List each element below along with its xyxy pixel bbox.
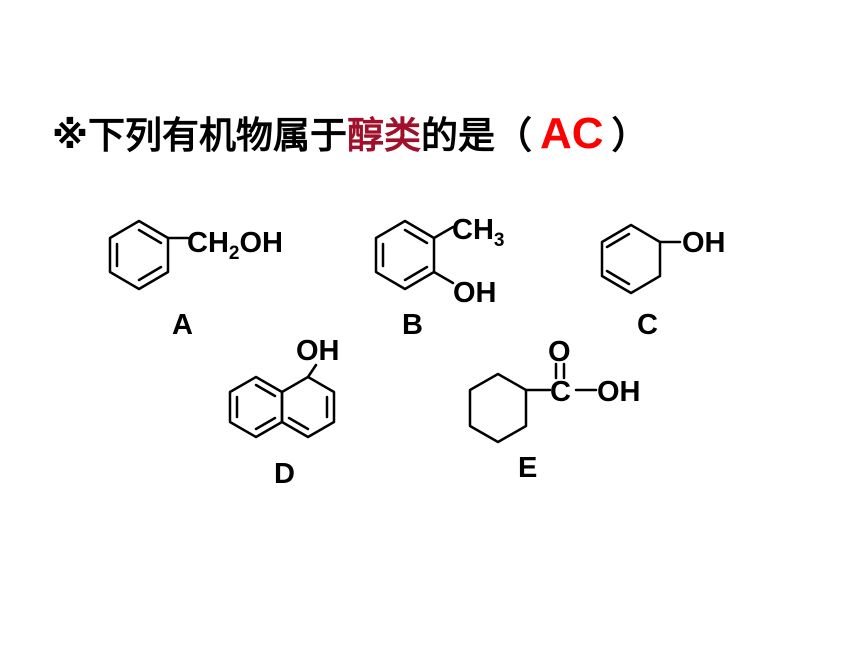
molecule-d-group: OH (296, 335, 340, 367)
molecule-e-label: E (518, 452, 537, 484)
question-prefix: ※下列有机物属于 (52, 114, 347, 157)
molecule-c-structure (600, 223, 682, 295)
molecule-c-label: C (637, 309, 658, 341)
question-middle: 的是（ (420, 114, 532, 157)
answer-text: AC (539, 109, 604, 158)
molecule-b-structure (374, 219, 455, 291)
molecule-e-structure (468, 362, 598, 444)
molecule-e-carbonyl-o: O (548, 336, 571, 368)
molecule-a-group: CH2OH (187, 227, 283, 264)
molecule-a-structure (108, 219, 190, 291)
molecule-d-label: D (274, 458, 295, 490)
molecule-e-carbon: C (550, 376, 571, 408)
molecule-e-group: OH (597, 376, 641, 408)
question-text: ※下列有机物属于醇类的是（AC） (52, 108, 649, 162)
molecule-b-label: B (402, 309, 423, 341)
question-suffix: ） (611, 114, 649, 157)
molecule-a-label: A (172, 309, 193, 341)
molecule-b-group-bottom: OH (453, 277, 497, 309)
question-highlight: 醇类 (346, 114, 421, 157)
molecule-c-group: OH (682, 227, 726, 259)
molecule-d-structure (228, 363, 336, 439)
molecule-b-group-top: CH3 (452, 214, 504, 251)
